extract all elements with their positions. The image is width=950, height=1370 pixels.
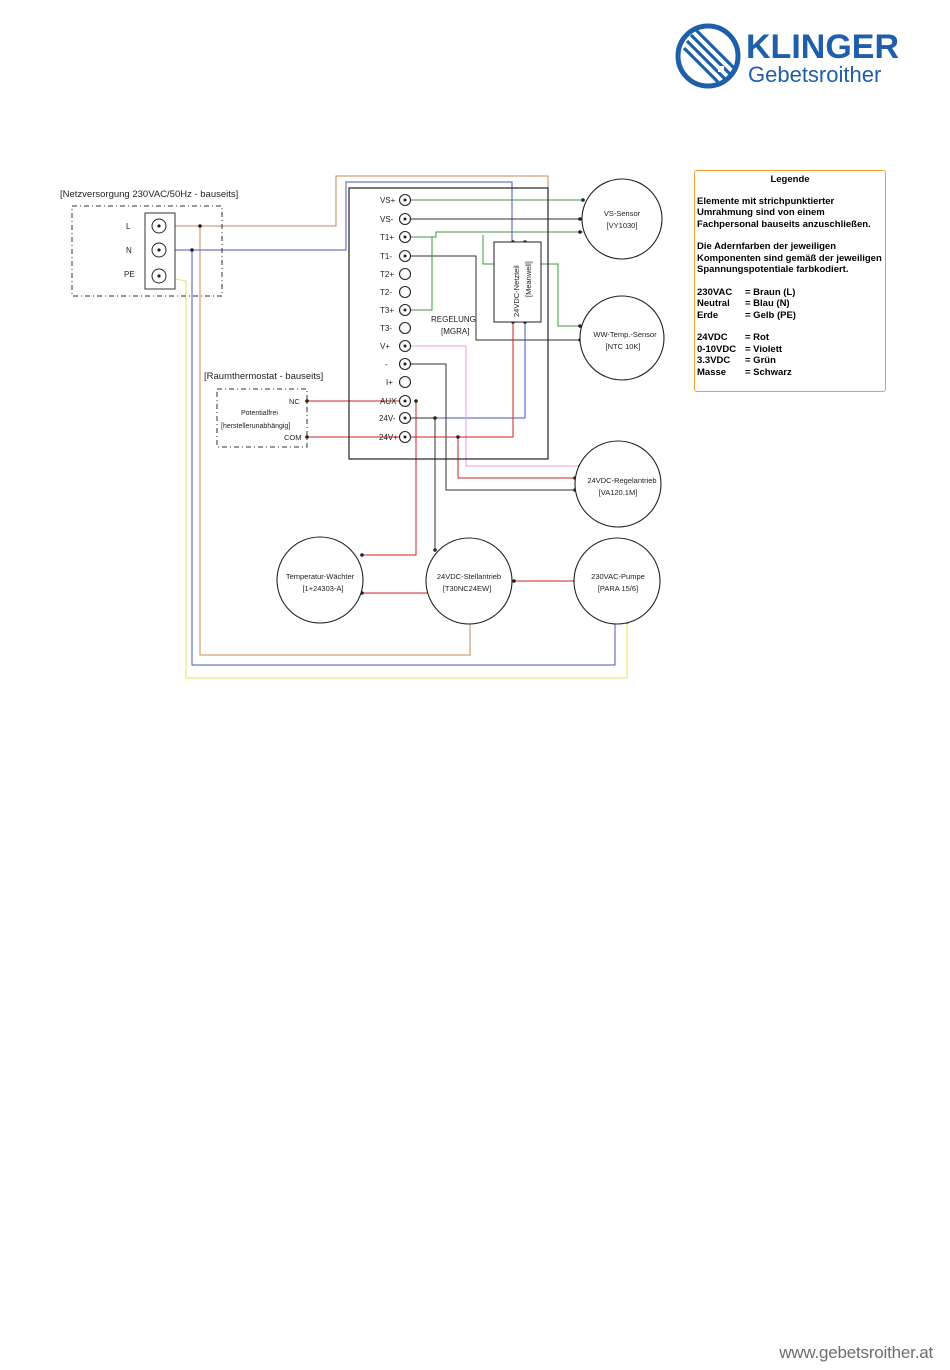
temp-waechter-model: [1+24303-A] bbox=[302, 584, 343, 593]
wire-n-supply bbox=[160, 181, 513, 251]
room-thermostat-frame bbox=[216, 388, 308, 448]
terminal-t2plus: T2+ bbox=[380, 270, 394, 279]
stell-antrieb-model: [T30NC24EW] bbox=[443, 584, 491, 593]
power-supply-title: [Netzversorgung 230VAC/50Hz - bauseits] bbox=[60, 189, 238, 200]
terminal-vsplus: VS+ bbox=[380, 196, 396, 205]
terminal-iplus: I+ bbox=[386, 378, 393, 387]
pumpe-name: 230VAC-Pumpe bbox=[591, 572, 645, 581]
wire-t1plus bbox=[405, 231, 583, 238]
terminal-l-label: L bbox=[126, 222, 131, 231]
terminal-24vplus: 24V+ bbox=[379, 433, 398, 442]
klinger-logo: KLINGER Gebetsroither bbox=[675, 23, 899, 89]
wire-aux-tw bbox=[362, 401, 417, 556]
terminal-aux: AUX bbox=[380, 397, 397, 406]
logo-emblem-icon bbox=[675, 23, 741, 89]
legend-row: 24VDC = Rot bbox=[697, 332, 883, 344]
vs-sensor-name: VS-Sensor bbox=[604, 209, 641, 218]
wire-pe bbox=[159, 275, 628, 679]
ww-sensor-name: WW-Temp.-Sensor bbox=[593, 330, 657, 339]
terminal-t3minus: T3- bbox=[380, 324, 392, 333]
legend-row: 3.3VDC = Grün bbox=[697, 355, 883, 367]
legend-key: Erde bbox=[697, 309, 719, 321]
legend-key: 230VAC bbox=[697, 286, 733, 298]
power-unit-label: 24VDC-Netzteil bbox=[512, 265, 521, 317]
terminal-pe-label: PE bbox=[124, 270, 135, 279]
temp-waechter: Temperatur-Wächter [1+24303-A] bbox=[276, 536, 364, 624]
stell-antrieb-name: 24VDC-Stellantrieb bbox=[437, 572, 501, 581]
legend-paragraph-2: Die Adernfarben der jeweiligen Komponent… bbox=[697, 241, 882, 275]
ww-sensor: WW-Temp.-Sensor [NTC 10K] bbox=[579, 295, 665, 381]
thermostat-line2: [herstellerunabhängig] bbox=[221, 423, 290, 430]
regel-antrieb: 24VDC-Regelantrieb [VA120.1M] bbox=[574, 440, 662, 528]
terminal-t3plus: T3+ bbox=[380, 306, 394, 315]
wire-t1minus bbox=[405, 255, 580, 341]
terminal-t1minus: T1- bbox=[380, 252, 392, 261]
legend-paragraph-1: Elemente mit strichpunktierter Umrahmung… bbox=[697, 195, 871, 230]
legend-row: Erde = Gelb (PE) bbox=[697, 310, 883, 322]
legend-value: = Grün bbox=[745, 355, 776, 366]
regel-antrieb-model: [VA120.1M] bbox=[599, 488, 638, 497]
controller-frame bbox=[348, 187, 549, 460]
footer-url[interactable]: www.gebetsroither.at bbox=[779, 1343, 933, 1362]
vs-sensor-model: [VY1030] bbox=[607, 221, 638, 230]
legend-key: 3.3VDC bbox=[697, 355, 731, 366]
legend-value: = Gelb (PE) bbox=[745, 309, 796, 321]
legend-value: = Schwarz bbox=[745, 366, 792, 378]
power-unit-frame bbox=[493, 241, 542, 323]
ww-sensor-model: [NTC 10K] bbox=[605, 342, 640, 351]
thermostat-com: COM bbox=[284, 433, 302, 442]
legend-value: = Braun (L) bbox=[745, 286, 796, 298]
temp-waechter-name: Temperatur-Wächter bbox=[286, 572, 355, 581]
legend-spacer bbox=[697, 321, 883, 332]
wire-n-unit bbox=[405, 322, 526, 419]
legend-row: Masse = Schwarz bbox=[697, 367, 883, 379]
wire-minus bbox=[405, 363, 575, 491]
legend-title: Legende bbox=[770, 174, 810, 185]
legend-key: Neutral bbox=[697, 298, 730, 309]
legend-value: = Blau (N) bbox=[745, 298, 790, 309]
terminal-vsminus: VS- bbox=[380, 215, 394, 224]
power-supply-frame bbox=[71, 205, 223, 297]
stell-antrieb: 24VDC-Stellantrieb [T30NC24EW] bbox=[425, 537, 513, 625]
logo-brand: KLINGER bbox=[746, 28, 899, 66]
wire-vplus bbox=[405, 345, 580, 467]
controller-terminals: VS+ VS- T1+ T1- T2+ T2- T3+ T3- V+ - I+ … bbox=[379, 196, 398, 442]
wiring-diagram: [Netzversorgung 230VAC/50Hz - bauseits] … bbox=[60, 175, 665, 679]
wire-n-pump bbox=[191, 250, 616, 666]
legend-value: = Violett bbox=[745, 343, 783, 355]
legend-row: 230VAC = Braun (L) bbox=[697, 287, 883, 299]
controller-model: [MGRA] bbox=[441, 327, 469, 336]
wire-ww-green bbox=[482, 235, 580, 327]
legend-value: = Rot bbox=[745, 332, 770, 343]
controller-terminal-circles bbox=[398, 193, 412, 444]
terminal-t2minus: T2- bbox=[380, 288, 392, 297]
logo-sub: Gebetsroither bbox=[748, 62, 881, 87]
room-thermostat-title: [Raumthermostat - bauseits] bbox=[204, 371, 323, 382]
legend-key: 24VDC bbox=[697, 332, 728, 343]
legend-row: Neutral = Blau (N) bbox=[697, 298, 883, 310]
legend-key: 0-10VDC bbox=[697, 343, 737, 355]
legend-key: Masse bbox=[697, 366, 727, 378]
terminal-minus: - bbox=[385, 360, 388, 369]
vs-sensor: VS-Sensor [VY1030] bbox=[581, 178, 663, 260]
wire-24vplus bbox=[405, 322, 514, 438]
terminal-t1plus: T1+ bbox=[380, 233, 394, 242]
thermostat-line1: Potentialfrei bbox=[241, 410, 278, 417]
terminal-n-label: N bbox=[126, 246, 132, 255]
wire-24v-regel bbox=[457, 437, 575, 479]
wire-t3plus bbox=[405, 237, 433, 311]
terminal-vplus: V+ bbox=[380, 342, 390, 351]
wire-l-supply bbox=[160, 175, 549, 227]
power-unit-model: [Meanwell] bbox=[524, 261, 533, 297]
legend-row: 0-10VDC = Violett bbox=[697, 344, 883, 356]
legend-box: Legende Elemente mit strichpunktierter U… bbox=[694, 170, 886, 392]
pumpe-model: [PARA 15/6] bbox=[598, 584, 638, 593]
terminal-24vminus: 24V- bbox=[379, 414, 396, 423]
controller-label: REGELUNG bbox=[431, 315, 476, 324]
pumpe: 230VAC-Pumpe [PARA 15/6] bbox=[573, 537, 661, 625]
regel-antrieb-name: 24VDC-Regelantrieb bbox=[587, 476, 656, 485]
thermostat-nc: NC bbox=[289, 397, 300, 406]
